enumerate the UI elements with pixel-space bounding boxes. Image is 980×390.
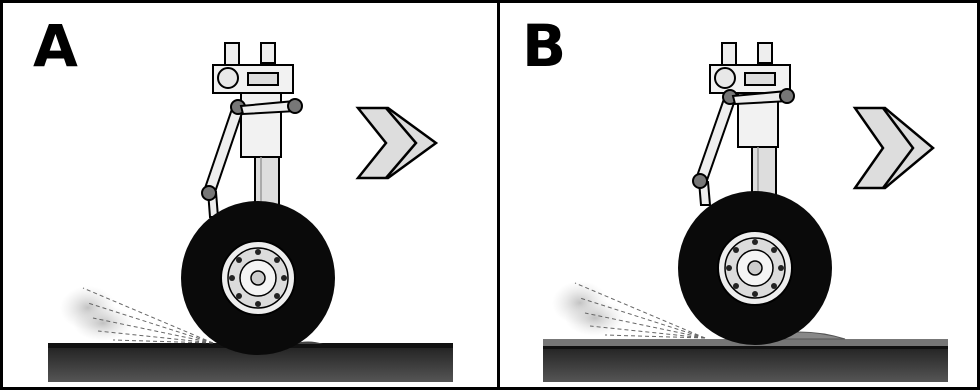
aircraft-wheel <box>678 191 832 345</box>
drag-brace <box>692 88 795 206</box>
panel-label-a: A <box>33 12 78 80</box>
panel-label-b: B <box>522 12 566 80</box>
water-spray <box>552 281 706 339</box>
direction-arrow-icon <box>355 106 439 180</box>
panel-b: B <box>497 0 980 390</box>
direction-arrow-icon <box>852 106 935 190</box>
aircraft-wheel <box>181 201 335 355</box>
drag-brace <box>201 98 303 218</box>
panel-a-illustration <box>48 42 453 382</box>
water-spray <box>60 286 214 344</box>
panel-a: A <box>0 0 500 390</box>
panel-b-illustration <box>543 42 948 382</box>
